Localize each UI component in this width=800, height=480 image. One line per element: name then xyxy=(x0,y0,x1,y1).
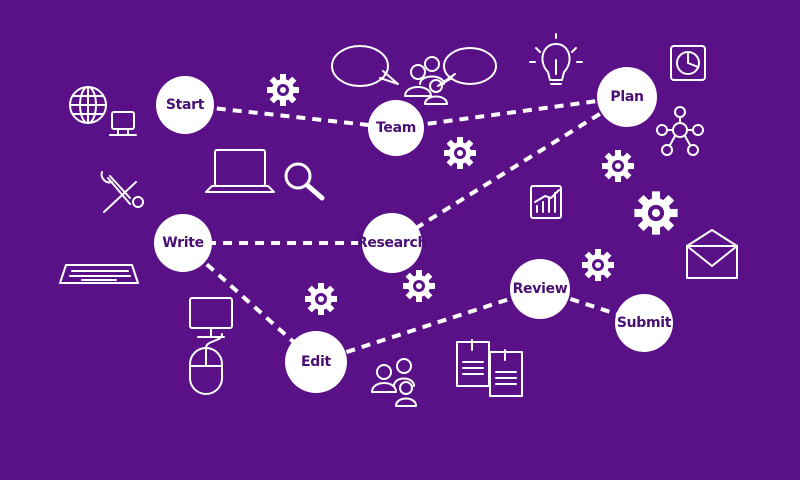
node-plan[interactable]: Plan xyxy=(597,67,657,127)
node-label: Research xyxy=(356,235,428,251)
magnifier-icon xyxy=(284,162,325,201)
node-review[interactable]: Review xyxy=(510,259,570,319)
network-icon xyxy=(656,106,704,156)
node-label: Start xyxy=(165,97,205,113)
node-label: Plan xyxy=(610,89,644,105)
globe-icon xyxy=(69,86,107,124)
gear-icon xyxy=(582,249,614,281)
gear-icon xyxy=(305,283,337,315)
node-submit[interactable]: Submit xyxy=(615,294,673,352)
gear-icon xyxy=(267,74,299,106)
node-team[interactable]: Team xyxy=(368,100,424,156)
edge-plan-research xyxy=(390,95,629,245)
tools-icon xyxy=(100,171,144,213)
node-label: Edit xyxy=(301,354,331,370)
edge-start-team xyxy=(184,103,397,130)
documents-icon xyxy=(456,339,523,397)
node-research[interactable]: Research xyxy=(357,213,427,273)
envelope-icon xyxy=(686,229,738,279)
people-icon xyxy=(371,358,417,407)
gear-icon xyxy=(634,191,678,235)
edge-edit-review xyxy=(315,287,541,364)
node-label: Review xyxy=(512,281,568,297)
gear-icon xyxy=(602,150,634,182)
gear-icon xyxy=(444,137,476,169)
pie-chart-icon xyxy=(670,45,706,81)
gear-icon xyxy=(403,270,435,302)
node-start[interactable]: Start xyxy=(156,76,214,134)
node-label: Team xyxy=(375,120,417,136)
computer-icon xyxy=(109,111,137,136)
people-icon xyxy=(404,56,448,105)
node-label: Write xyxy=(162,235,204,251)
laptop-icon xyxy=(205,149,275,193)
node-label: Submit xyxy=(616,315,672,331)
bar-chart-icon xyxy=(530,185,562,219)
keyboard-icon xyxy=(59,264,139,284)
chat-bubbles-icon xyxy=(331,45,497,87)
node-edit[interactable]: Edit xyxy=(285,331,347,393)
mouse-icon xyxy=(189,333,223,395)
lightbulb-icon xyxy=(529,33,583,85)
node-write[interactable]: Write xyxy=(154,214,212,272)
edge-team-plan xyxy=(395,95,628,130)
